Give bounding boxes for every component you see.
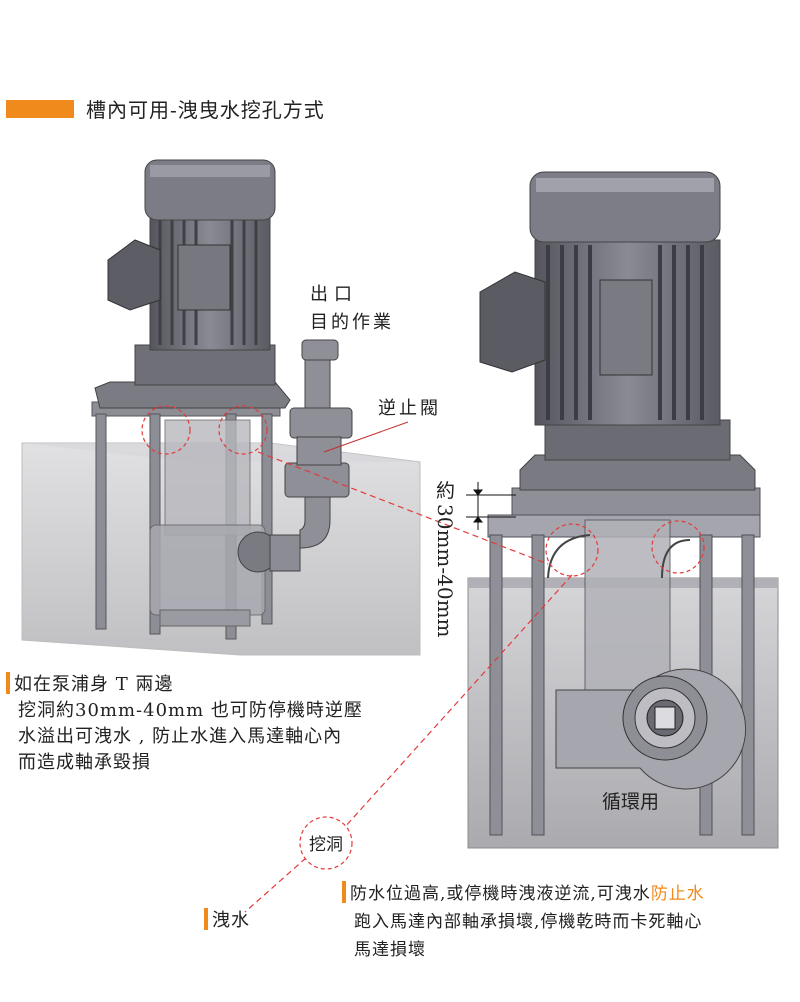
left-outlet-pipe (284, 339, 353, 549)
drain-label: 洩水 (204, 908, 250, 934)
left-note: 如在泵浦身 T 兩邊 挖洞約30mm-40mm 也可防停機時逆壓 水溢出可洩水 … (6, 672, 363, 776)
title-accent-bar (6, 100, 74, 118)
left-pump (21, 159, 421, 656)
right-pump-body (547, 519, 747, 790)
right-hole-callout-2 (651, 520, 705, 574)
outlet-label-line1: 出口 (310, 284, 358, 305)
bottom-note-line-3: 馬達損壞 (354, 940, 426, 960)
hole-label-circle (299, 816, 353, 870)
left-pump-body (149, 419, 301, 627)
check-valve-label: 逆止閥 (378, 398, 441, 419)
left-motor (94, 159, 291, 409)
circulation-label: 循環用 (602, 791, 659, 813)
drain-accent-mark (204, 908, 208, 930)
left-note-line-4: 而造成軸承毀損 (18, 752, 151, 773)
callout-leader-lines (244, 451, 573, 913)
right-motor (479, 171, 756, 491)
bottom-note: 防水位過高,或停機時洩液逆流,可洩水防止水 跑入馬達內部軸承損壞,停機乾時而卡死… (342, 880, 705, 964)
dimension-value-label: 30mm-40mm (433, 504, 457, 638)
page-title: 槽內可用-洩曳水挖孔方式 (86, 98, 325, 122)
bottom-note-line-2: 跑入馬達內部軸承損壞,停機乾時而卡死軸心 (354, 912, 703, 932)
hole-label: 挖洞 (309, 835, 343, 855)
outlet-label-line2: 目的作業 (310, 312, 394, 333)
note-accent-mark (6, 672, 10, 694)
bottom-note-line-1: 防水位過高,或停機時洩液逆流,可洩水防止水 (342, 880, 705, 908)
left-note-line-2: 挖洞約30mm-40mm 也可防停機時逆壓 (18, 700, 363, 721)
left-note-line-3: 水溢出可洩水 , 防止水進入馬達軸心內 (18, 726, 343, 747)
left-hole-callout-2 (218, 405, 268, 455)
left-hole-callout-1 (141, 405, 191, 455)
right-hole-callout-1 (545, 523, 599, 577)
right-pump (467, 171, 779, 849)
left-note-line-1: 如在泵浦身 T 兩邊 (6, 672, 363, 698)
dimension-marks (466, 482, 516, 530)
dimension-prefix-label: 約 (436, 480, 455, 502)
bottom-note-accent-mark (342, 881, 346, 903)
check-valve-leader (323, 421, 409, 453)
